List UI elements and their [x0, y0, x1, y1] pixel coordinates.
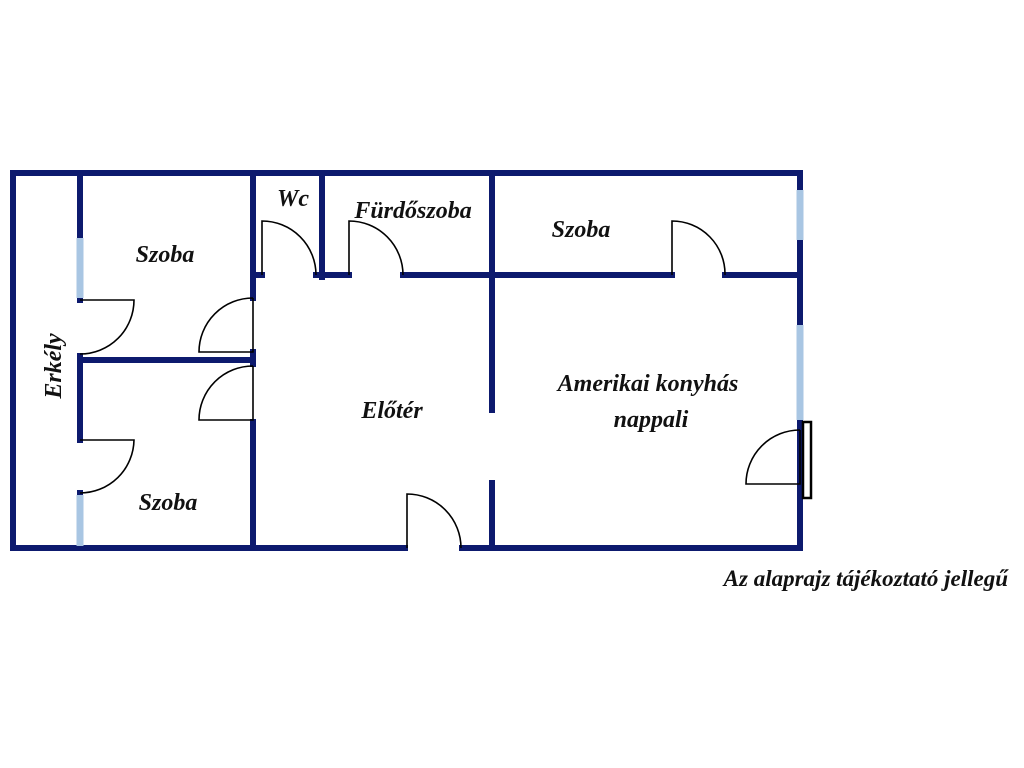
disclaimer-note: Az alaprajz tájékoztató jellegű: [722, 566, 1010, 591]
door-hall-bottom-room: [198, 365, 254, 421]
door-entrance: [406, 493, 462, 549]
door-room-right: [671, 220, 726, 276]
door-top-left-room: [79, 299, 135, 355]
windows: [76, 190, 804, 546]
label-living-line1: Amerikai konyhás: [556, 371, 739, 397]
door-frame-living: [801, 420, 813, 500]
label-wc: Wc: [277, 186, 309, 212]
door-hall-top-room: [198, 297, 254, 353]
label-balcony: Erkély: [41, 333, 67, 400]
door-bottom-left-room: [79, 439, 135, 494]
label-room-bottom-left: Szoba: [139, 490, 198, 516]
label-bathroom: Fürdőszoba: [353, 198, 471, 224]
label-room-top-right: Szoba: [552, 217, 611, 243]
interior-walls: [77, 170, 803, 551]
door-living-balcony: [745, 429, 801, 485]
label-hall: Előtér: [360, 398, 423, 424]
label-room-top-left: Szoba: [136, 242, 195, 268]
label-living-line2: nappali: [614, 407, 689, 433]
door-wc: [261, 220, 317, 276]
door-bathroom: [348, 220, 404, 276]
doors: [79, 220, 813, 549]
